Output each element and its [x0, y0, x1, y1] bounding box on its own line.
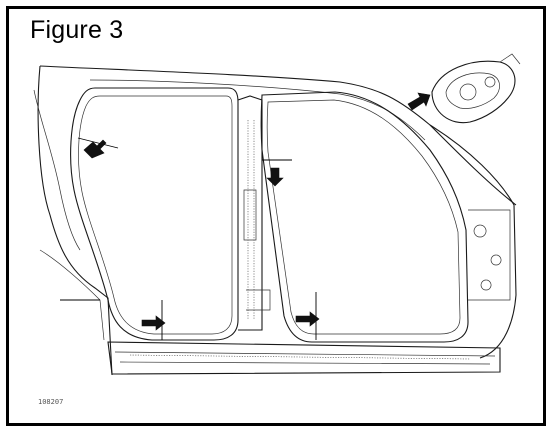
figure-frame — [6, 6, 546, 426]
arrow-front-lower-sill — [295, 311, 320, 327]
arrow-rear-lower-sill — [141, 315, 166, 331]
reference-code: 108207 — [38, 398, 64, 406]
center-pillar — [237, 95, 263, 331]
leader-rear-upper — [77, 137, 119, 149]
rocker-panel — [107, 341, 501, 375]
roof-inner-line — [89, 79, 426, 141]
front-door-opening-inner — [266, 99, 461, 335]
arrow-weatherstrip-clip — [407, 92, 431, 111]
center-pillar-detail — [243, 189, 271, 311]
rear-quarter-outline — [37, 65, 113, 376]
arrow-center-pillar — [266, 167, 284, 187]
center-pillar-dots — [247, 120, 255, 320]
rear-door-opening-inner — [78, 95, 233, 335]
rocker-panel-detail — [114, 351, 496, 365]
rear-door-opening — [70, 87, 239, 341]
roof-line — [39, 65, 517, 206]
rear-wheel-arch — [39, 249, 105, 341]
arrow-rear-upper-pillar — [83, 139, 107, 159]
rocker-holes — [129, 354, 471, 360]
rear-quarter-detail — [33, 89, 81, 251]
front-door-opening — [260, 91, 469, 343]
figure-title: Figure 3 — [30, 16, 124, 44]
weatherstrip-clip-detail — [431, 53, 521, 124]
front-hinge-area — [468, 209, 511, 301]
front-pillar-outline — [429, 124, 517, 359]
